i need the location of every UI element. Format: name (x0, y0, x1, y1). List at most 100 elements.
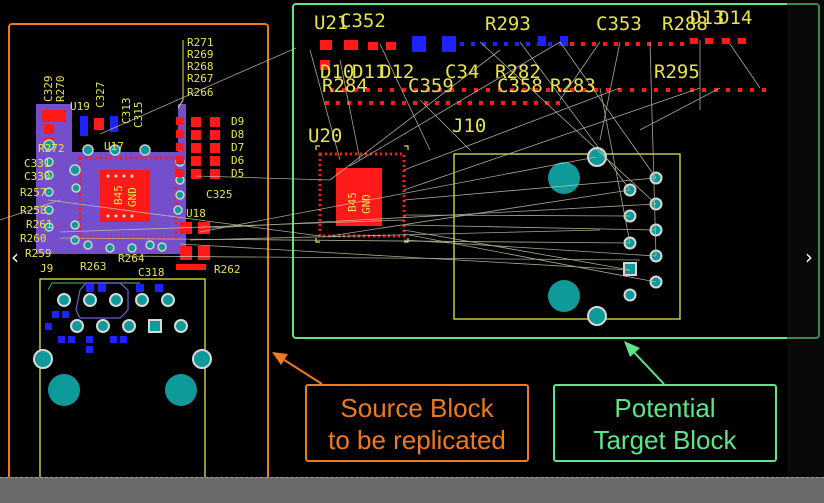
pad (336, 101, 340, 105)
chevron-left-icon[interactable]: ‹ (11, 245, 19, 269)
target-block-callout: Potential Target Block (553, 384, 777, 462)
pad (526, 42, 530, 46)
pad (614, 42, 618, 46)
svg-text:D9: D9 (231, 115, 244, 128)
svg-text:C315: C315 (132, 102, 145, 129)
svg-text:C330: C330 (24, 170, 51, 183)
pad (424, 101, 428, 105)
pad (354, 88, 358, 92)
ratsnest-line (349, 41, 561, 167)
svg-text:U18: U18 (186, 207, 206, 220)
pad (647, 42, 651, 46)
pad (534, 88, 538, 92)
svg-text:R283: R283 (550, 75, 596, 97)
svg-text:D13: D13 (690, 7, 724, 29)
svg-text:C34: C34 (445, 61, 479, 83)
svg-text:R258: R258 (20, 204, 47, 217)
svg-text:D12: D12 (380, 61, 414, 83)
source-silkscreen: R271 R269 R268 R267 R266 D9 D8 D7 D6 D5 … (20, 36, 244, 279)
svg-text:R288: R288 (662, 13, 708, 35)
svg-text:R267: R267 (187, 72, 214, 85)
pad (762, 88, 766, 92)
svg-text:U20: U20 (308, 125, 342, 147)
pad (414, 88, 418, 92)
svg-text:C313: C313 (120, 98, 133, 125)
target-pad-rows (320, 36, 746, 70)
pad (702, 88, 706, 92)
target-block-outline (292, 3, 820, 339)
pad (369, 101, 373, 105)
pad (366, 88, 370, 92)
svg-text:R272: R272 (38, 142, 65, 155)
pad (390, 88, 394, 92)
svg-text:R259: R259 (25, 247, 52, 260)
svg-text:C331: C331 (24, 157, 51, 170)
pad (426, 88, 430, 92)
pad (446, 101, 450, 105)
svg-text:D5: D5 (231, 167, 244, 180)
ratsnest-line (379, 43, 431, 151)
room-cutout (72, 104, 178, 152)
svg-text:C325: C325 (206, 188, 233, 201)
pad (592, 42, 596, 46)
ratsnest-line (209, 203, 657, 229)
svg-text:R263: R263 (80, 260, 107, 273)
pad (515, 42, 519, 46)
ratsnest-line (403, 87, 621, 171)
pad (558, 88, 562, 92)
pad (630, 88, 634, 92)
svg-text:R293: R293 (485, 13, 531, 35)
pad (501, 101, 505, 105)
viewer-bottom-bar (0, 477, 824, 503)
svg-text:C352: C352 (340, 10, 386, 32)
pad (457, 101, 461, 105)
target-dot-rows (325, 42, 766, 105)
chevron-right-icon[interactable]: › (805, 245, 813, 269)
svg-text:R264: R264 (118, 252, 145, 265)
pad (462, 88, 466, 92)
j9-connector (33, 278, 212, 502)
pad (402, 88, 406, 92)
pad (603, 42, 607, 46)
pad (636, 42, 640, 46)
pad (618, 88, 622, 92)
pad (490, 101, 494, 105)
led-array (176, 117, 220, 270)
pad (545, 101, 549, 105)
svg-text:D10: D10 (320, 61, 354, 83)
ratsnest-line (329, 49, 501, 181)
ratsnest-line (729, 43, 761, 89)
ratsnest-line (339, 59, 361, 161)
pad (391, 101, 395, 105)
ratsnest-line (403, 224, 657, 231)
pad (510, 88, 514, 92)
svg-text:R284: R284 (322, 75, 368, 97)
pad (680, 42, 684, 46)
pad (738, 88, 742, 92)
pad (358, 101, 362, 105)
ratsnest-line (649, 41, 657, 257)
pad (486, 88, 490, 92)
pad (330, 88, 334, 92)
pad (658, 42, 662, 46)
svg-text:R270: R270 (54, 76, 67, 103)
ratsnest-line (47, 199, 321, 237)
pad (750, 88, 754, 92)
pad (474, 88, 478, 92)
svg-text:C327: C327 (94, 82, 107, 109)
target-callout-line2: Target Block (593, 425, 737, 455)
pad (522, 88, 526, 92)
resistor-stack-bracket (177, 40, 184, 109)
pad (534, 101, 538, 105)
svg-text:U21: U21 (314, 12, 348, 34)
svg-text:R269: R269 (187, 48, 214, 61)
pad (581, 42, 585, 46)
pad (450, 88, 454, 92)
ratsnest-line (59, 237, 631, 244)
source-callout-line2: to be replicated (328, 425, 506, 455)
pad (460, 42, 464, 46)
pad (493, 42, 497, 46)
pad (690, 88, 694, 92)
